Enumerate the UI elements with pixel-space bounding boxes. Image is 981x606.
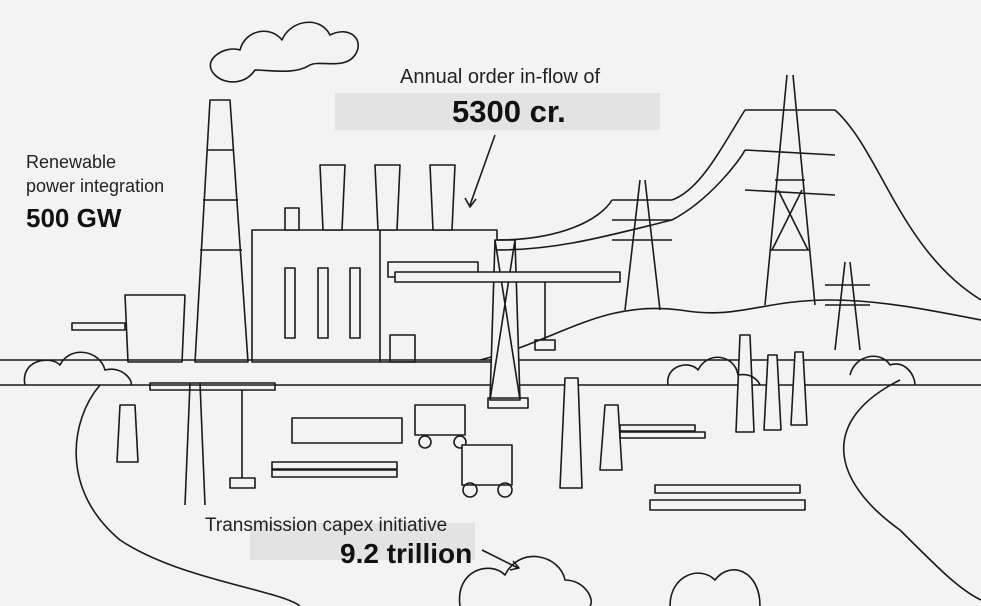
chimney: [194, 99, 249, 363]
capex-value: 9.2 trillion: [340, 538, 473, 569]
land-outline: [0, 379, 981, 606]
transmission-tower-small: [825, 261, 870, 351]
concrete-pylons: [116, 334, 808, 489]
order-highlight: [335, 93, 660, 130]
cooling-structure: [124, 294, 186, 363]
capex-label: Transmission capex initiative: [205, 515, 448, 536]
smoke-cloud: [209, 21, 359, 83]
factory-stacks: [319, 164, 456, 231]
bushes: [23, 351, 916, 606]
tower-crane-left: [149, 382, 276, 506]
forklifts: [414, 404, 513, 498]
renewable-label-line2: power integration: [26, 176, 165, 196]
transmission-tower-large: [744, 74, 836, 306]
renewable-value: 500 GW: [26, 203, 122, 233]
order-value: 5300 cr.: [452, 94, 566, 129]
arrow-order: [464, 134, 496, 208]
transmission-tower-medium: [612, 179, 672, 311]
factory-building: [251, 229, 498, 363]
renewable-label-line1: Renewable: [26, 152, 117, 172]
pipe-stacks: [271, 417, 806, 511]
arrow-capex: [481, 549, 520, 571]
power-lines: [496, 109, 981, 301]
order-label: Annual order in-flow of: [400, 66, 601, 88]
capex-highlight: [250, 523, 475, 560]
